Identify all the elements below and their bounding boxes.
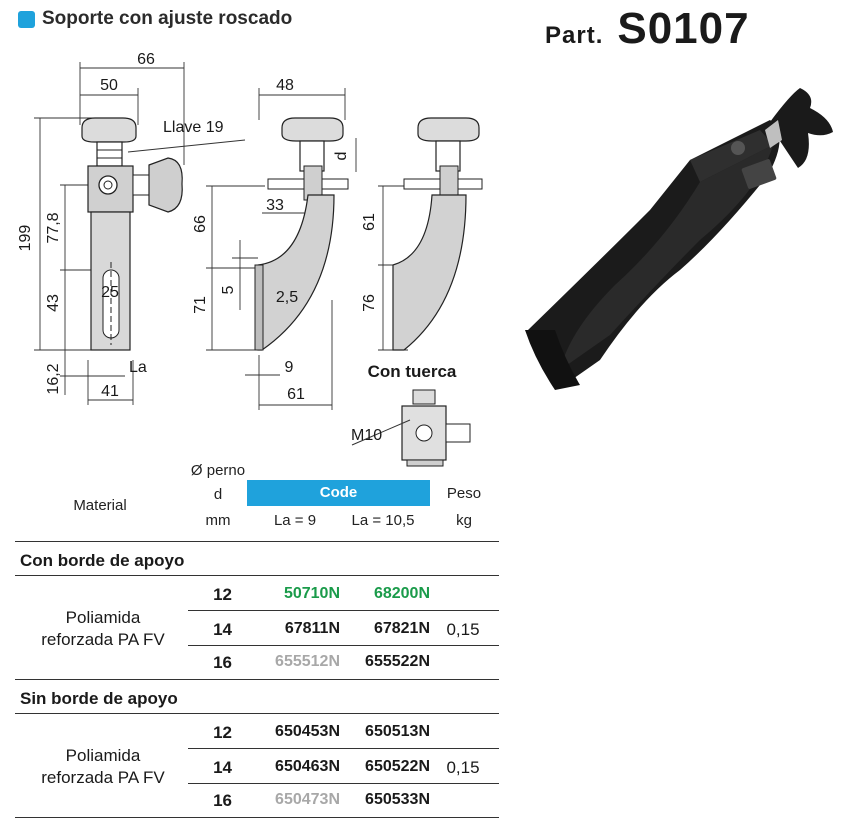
technical-drawing: 66 50 48 Llave 19 199 77,8 43 16,2 25 La… <box>17 51 833 467</box>
material-line2: reforzada PA FV <box>41 768 165 787</box>
side-view-without-edge <box>392 117 483 351</box>
side-view-with-edge <box>254 117 349 351</box>
material-line1: Poliamida <box>65 746 141 765</box>
dim-61-label: 61 <box>287 386 305 403</box>
dim-66-label: 66 <box>137 51 155 68</box>
dim-25-label: 25 <box>101 284 119 301</box>
weight-value: 0,15 <box>446 620 480 639</box>
dim-5-label: 5 <box>220 285 237 294</box>
code-la105: 650522N <box>365 758 430 775</box>
rule <box>188 645 499 646</box>
title-bullet-icon <box>18 10 35 28</box>
header-peso: Peso <box>446 485 482 502</box>
code-la9: 650453N <box>275 723 340 740</box>
dim-41-label: 41 <box>101 383 119 400</box>
code-la9[interactable]: 50710N <box>283 585 340 602</box>
dim-199-label: 199 <box>17 225 34 252</box>
page-title: Soporte con ajuste roscado <box>42 8 293 29</box>
dim-61b-label: 61 <box>361 213 378 231</box>
header-perno-line1: Ø perno <box>190 462 246 479</box>
code-la105: 655522N <box>365 653 430 670</box>
part-code: S0107 <box>617 4 750 53</box>
dim-16-2-label: 16,2 <box>45 363 62 394</box>
dimension-lines <box>34 62 420 410</box>
rule <box>188 783 499 784</box>
rule <box>188 748 499 749</box>
product-photo <box>525 88 833 390</box>
dim-48-label: 48 <box>276 77 294 94</box>
rule <box>15 679 499 680</box>
header-perno-line2: d <box>213 486 223 503</box>
llave-label: Llave 19 <box>163 119 224 136</box>
code-la105: 650533N <box>365 791 430 808</box>
nut-detail-view <box>351 389 471 467</box>
weight-value: 0,15 <box>446 758 480 777</box>
dim-d-label: d <box>333 152 350 161</box>
dim-77-8-label: 77,8 <box>45 212 62 243</box>
material-cell: Poliamida reforzada PA FV <box>22 745 184 789</box>
front-view <box>81 117 183 351</box>
con-tuerca-label: Con tuerca <box>368 362 457 381</box>
code-la105: 67821N <box>373 620 430 637</box>
header-la9: La = 9 <box>273 512 317 529</box>
dim-71-label: 71 <box>192 296 209 314</box>
table-row-d: 14 <box>213 620 232 639</box>
code-la9: 650473N <box>275 791 340 808</box>
code-la105[interactable]: 68200N <box>373 585 430 602</box>
table-row-d: 12 <box>213 585 232 604</box>
header-la105: La = 10,5 <box>351 512 415 529</box>
material-line1: Poliamida <box>65 608 141 627</box>
header-kg: kg <box>456 512 472 529</box>
dim-66b-label: 66 <box>192 215 209 233</box>
rule <box>15 541 499 542</box>
part-number: Part. S0107 <box>545 4 750 54</box>
code-la9: 655512N <box>275 653 340 670</box>
section-title: Sin borde de apoyo <box>20 689 178 708</box>
rule <box>15 713 499 714</box>
dim-la-label: La <box>129 359 147 376</box>
dim-2-5-label: 2,5 <box>276 289 298 306</box>
table-row-d: 16 <box>213 653 232 672</box>
header-perno-line3: mm <box>205 512 231 529</box>
section-title: Con borde de apoyo <box>20 551 185 570</box>
code-la105: 650513N <box>365 723 430 740</box>
material-line2: reforzada PA FV <box>41 630 165 649</box>
table-row-d: 14 <box>213 758 232 777</box>
header-material: Material <box>73 497 127 514</box>
code-la9: 67811N <box>284 620 340 637</box>
title-block: Soporte con ajuste roscado <box>18 8 292 30</box>
table-row-d: 12 <box>213 723 232 742</box>
dim-9-label: 9 <box>285 359 294 376</box>
part-prefix: Part. <box>545 22 604 49</box>
code-la9: 650463N <box>275 758 340 775</box>
rule <box>188 610 499 611</box>
m10-label: M10 <box>351 427 382 444</box>
dim-43-label: 43 <box>45 294 62 312</box>
table-row-d: 16 <box>213 791 232 810</box>
material-cell: Poliamida reforzada PA FV <box>22 607 184 651</box>
dim-33-label: 33 <box>266 197 284 214</box>
rule <box>15 575 499 576</box>
dim-76-label: 76 <box>361 294 378 312</box>
header-code: Code <box>247 480 430 506</box>
rule <box>15 817 499 818</box>
dim-50-label: 50 <box>100 77 118 94</box>
